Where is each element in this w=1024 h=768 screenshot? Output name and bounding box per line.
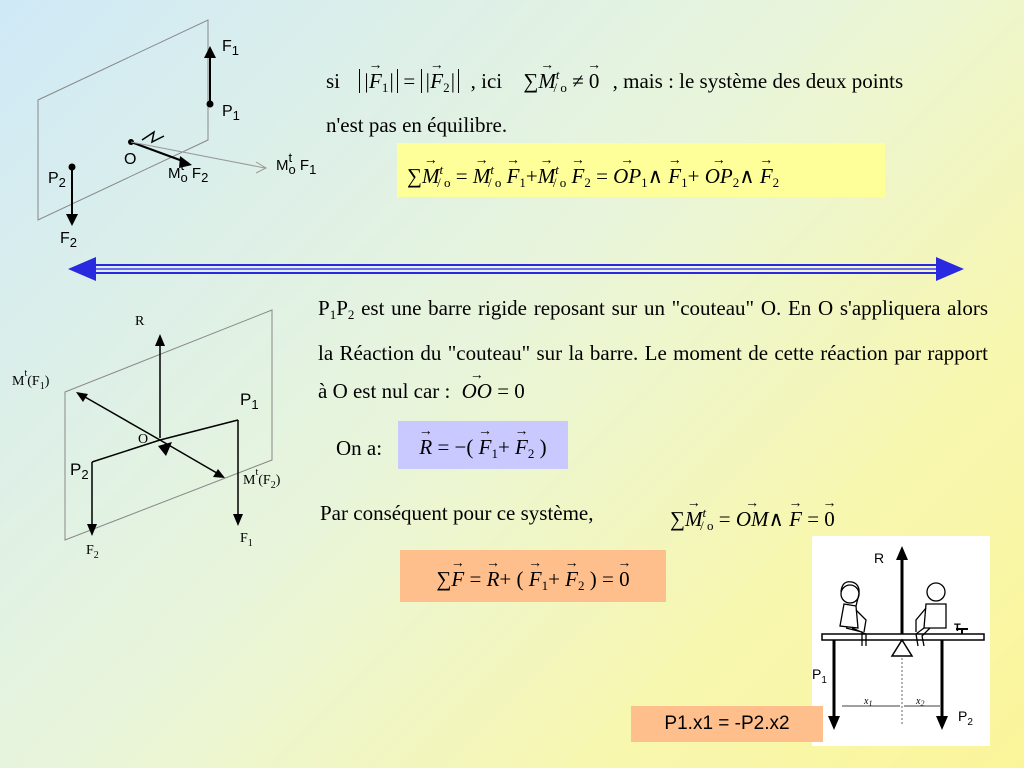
- girl-hair: [840, 581, 860, 607]
- seesaw-illustration: R T P1 P2 x1 x2: [812, 536, 990, 746]
- seesaw-label-p2: P2: [958, 708, 973, 728]
- label-o: O: [124, 151, 137, 168]
- diagram-two-forces: [37, 19, 268, 226]
- force-f2-arrowhead-2: [87, 524, 97, 536]
- label-mt-f1: Mt(F1): [12, 368, 50, 392]
- girl-head: [840, 584, 860, 604]
- moment-f2-arrowhead: [179, 156, 192, 168]
- knife-edge: [158, 442, 172, 456]
- label-p2-2: P2: [70, 460, 89, 482]
- separator-right-head: [936, 257, 964, 281]
- boy-body: [923, 603, 947, 629]
- moment-f2-arrow: [130, 141, 189, 164]
- moment-f2-arrowhead-2: [213, 469, 225, 478]
- seesaw-label-x2: x2: [916, 696, 925, 708]
- plane-2: [64, 309, 273, 541]
- point-p1: [206, 100, 214, 108]
- boy-arm: [915, 607, 927, 632]
- norm-equality: |F1| = |F2|: [359, 66, 460, 103]
- girl-arm: [855, 609, 867, 633]
- oo-zero: OO = 0: [462, 379, 525, 403]
- reaction-equation-box: R = −( F1+ F2 ): [398, 421, 568, 469]
- boy-head: [926, 582, 946, 602]
- boy-legs: [915, 627, 931, 647]
- label-mt-f2: Mt(F2): [243, 467, 281, 491]
- moment-f1-arrow: [130, 141, 266, 169]
- moment-f1-arrowhead-2: [76, 392, 88, 402]
- seesaw-drawing: [821, 546, 985, 730]
- seesaw-label-x1: x1: [864, 696, 873, 708]
- seesaw-r-arrowhead: [896, 546, 908, 560]
- seesaw-label-r: R: [874, 550, 885, 566]
- label-f1: F1: [222, 38, 240, 58]
- seesaw-label-t: T: [954, 622, 961, 634]
- force-sum-equation-box: ∑F = R+ ( F1+ F2 ) = 0: [400, 550, 666, 602]
- on-a-label: On a:: [336, 436, 383, 460]
- girl-body: [839, 603, 859, 629]
- diagram-rigid-bar: [64, 309, 273, 541]
- label-f1-2: F1: [240, 531, 253, 549]
- label-r: R: [135, 314, 145, 329]
- label-f2: F2: [60, 230, 78, 250]
- seesaw-p2-arrowhead: [936, 716, 948, 730]
- force-f1-arrowhead-2: [233, 514, 243, 526]
- top-line-2: n'est pas en équilibre.: [326, 113, 508, 137]
- point-p2: [68, 163, 76, 171]
- rigid-bar-paragraph: P1P2 est une barre rigide reposant sur u…: [318, 289, 988, 410]
- equilibrium-result-box: P1.x1 = -P2.x2: [631, 706, 823, 742]
- seesaw-pivot: [890, 638, 914, 657]
- girl-legs: [845, 627, 867, 646]
- separator-left-head: [68, 257, 96, 281]
- moment-f1-arrowhead: [255, 161, 268, 174]
- sum-moment-not-zero: ∑Mt/ o ≠ 0: [523, 67, 604, 95]
- separator-double-arrow: [68, 257, 964, 281]
- seesaw-plank: [821, 633, 985, 641]
- label-p1-2: P1: [240, 390, 259, 412]
- reaction-arrowhead: [155, 334, 165, 346]
- seesaw-label-p1: P1: [812, 666, 827, 686]
- label-f2-2: F2: [86, 543, 99, 561]
- rigid-bar: [91, 419, 239, 463]
- top-line-1: si |F1| = |F2| , ici ∑Mt/ o ≠ 0 , mais :…: [326, 60, 1016, 103]
- force-f1-arrowhead: [204, 46, 216, 58]
- plane: [37, 19, 209, 221]
- moment-sum-equation-box: ∑Mt/ o = Mt/ o F1+Mt/ o F2 = OP1∧ F1+ OP…: [397, 143, 885, 197]
- par-consequent-text: Par conséquent pour ce système,: [320, 501, 594, 525]
- force-f2-arrowhead: [66, 214, 78, 226]
- label-o-2: O: [138, 432, 149, 447]
- rotation-mark: [141, 130, 165, 144]
- seesaw-p1-arrowhead: [828, 716, 840, 730]
- moment-f2-arrow-2: [159, 439, 223, 477]
- moment-f1-arrow-2: [77, 392, 161, 441]
- moment-result-equation: ∑Mt/ o = OM∧ F = 0: [670, 496, 835, 543]
- label-p1: P1: [222, 103, 240, 123]
- label-p2: P2: [48, 170, 66, 190]
